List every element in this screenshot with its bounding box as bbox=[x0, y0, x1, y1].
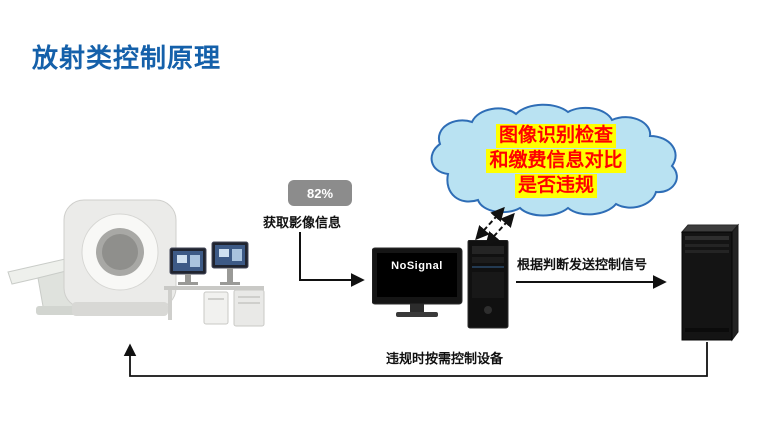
console-monitor-1 bbox=[169, 247, 207, 285]
cloud-text: 图像识别检查 和缴费信息对比 是否违规 bbox=[420, 102, 692, 220]
monitor-screen-text: NoSignal bbox=[391, 260, 443, 272]
cloud-text-line-2: 和缴费信息对比 bbox=[486, 149, 626, 173]
cloud-text-line-3: 是否违规 bbox=[514, 173, 597, 198]
workstation-monitor bbox=[372, 247, 463, 317]
console-monitor-2 bbox=[211, 241, 249, 285]
workstation-tower bbox=[467, 240, 509, 329]
server-cabinet-illustration bbox=[680, 223, 740, 342]
cloud-text-line-1: 图像识别检查 bbox=[495, 124, 616, 149]
feedback-control-label: 违规时按需控制设备 bbox=[386, 351, 504, 366]
progress-badge: 82% bbox=[288, 180, 352, 206]
capture-arrow bbox=[299, 232, 365, 287]
page-title: 放射类控制原理 bbox=[32, 43, 222, 73]
ct-scanner-illustration bbox=[7, 199, 265, 327]
capture-info-label: 获取影像信息 bbox=[263, 215, 342, 230]
console-tower-units bbox=[203, 289, 265, 327]
cloud-callout: 图像识别检查 和缴费信息对比 是否违规 bbox=[420, 102, 692, 220]
workstation-computer-illustration bbox=[372, 240, 509, 329]
send-control-label: 根据判断发送控制信号 bbox=[517, 257, 648, 272]
ct-gantry bbox=[63, 199, 177, 316]
